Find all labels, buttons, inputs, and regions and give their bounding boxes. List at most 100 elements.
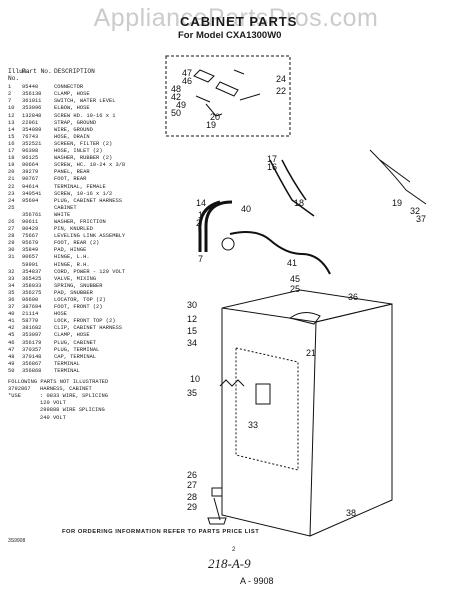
part-number: 96125 <box>22 155 39 162</box>
part-illus-no: 37 <box>8 304 15 311</box>
part-number: 381682 <box>22 325 42 332</box>
part-illus-no: 45 <box>8 332 15 339</box>
part-description: SPRING, SNUBBER <box>54 282 103 289</box>
part-description: : 0833 WIRE, SPLICING <box>40 393 108 400</box>
part-number: 94614 <box>22 183 39 190</box>
part-number: 365425 <box>22 275 42 282</box>
callout-label: 14 <box>196 198 206 208</box>
callout-label: 47 <box>182 68 192 78</box>
power-cord <box>369 149 427 205</box>
page-subtitle: For Model CXA1300W0 <box>178 30 282 41</box>
part-illus-no: 41 <box>8 318 15 325</box>
part-illus-no: 26 <box>8 218 15 225</box>
part-description: WHITE <box>54 211 71 218</box>
part-description: 120 VOLT <box>40 400 66 407</box>
part-number: 96600 <box>22 297 39 303</box>
part-description: CORD, POWER - 120 VOLT <box>54 268 126 275</box>
part-number: 361011 <box>22 98 42 105</box>
part-number: 356275 <box>22 289 42 296</box>
part-number: 132848 <box>22 112 42 119</box>
callout-label: 32 <box>410 206 420 216</box>
part-description: SWITCH, WATER LEVEL <box>54 98 116 105</box>
part-description: PIN, KNURLED <box>54 226 93 233</box>
part-description: CAP, TERMINAL <box>54 353 97 360</box>
part-description: ELBOW, HOSE <box>54 105 90 112</box>
part-illus-no: 22 <box>8 183 15 190</box>
part-description: TERMINAL <box>54 360 80 367</box>
part-illus-no: 25 <box>8 204 15 211</box>
part-illus-no: 2 <box>8 91 12 98</box>
part-number: 21114 <box>22 311 39 318</box>
callout-label: 1 <box>198 210 203 220</box>
following-parts-title: FOLLOWING PARTS NOT ILLUSTRATED <box>8 379 109 386</box>
part-number: 340541 <box>22 190 42 197</box>
callout-label: 20 <box>210 112 220 122</box>
part-description: SCREW, HC. 10-24 x 3/8 <box>54 162 126 169</box>
header-part-no: Part No. <box>22 68 52 75</box>
callout-label: 17 <box>267 154 277 164</box>
part-description: CONNECTOR <box>54 84 84 91</box>
part-illus-no: 15 <box>8 133 15 140</box>
part-illus-no: 19 <box>8 162 15 169</box>
part-number: 76743 <box>22 133 39 140</box>
part-description: SCREW HD. 10-16 x 1 <box>54 112 116 119</box>
ordering-footer: FOR ORDERING INFORMATION REFER TO PARTS … <box>62 529 260 535</box>
part-number: 370148 <box>22 353 42 360</box>
terminal-parts <box>193 69 261 117</box>
part-description: SCREW, 10-16 x 1/2 <box>54 190 113 197</box>
callout-label: 24 <box>276 74 286 84</box>
part-description: HARNESS, CABINET <box>40 386 92 393</box>
part-number: 90657 <box>22 254 39 261</box>
callout-label: 16 <box>267 162 277 172</box>
part-illus-no: 23 <box>8 190 15 197</box>
part-number: 354837 <box>22 268 42 275</box>
part-number: 356868 <box>22 367 42 374</box>
part-illus-no: 10 <box>8 105 15 112</box>
mixing-valve <box>255 383 271 405</box>
part-number: 95679 <box>22 240 39 247</box>
part-illus-no: 36 <box>8 297 15 303</box>
callout-label: 36 <box>348 292 358 302</box>
page-title: CABINET PARTS <box>180 14 298 29</box>
part-number: 22961 <box>22 119 39 126</box>
part-description: LEVELING LINK ASSEMBLY <box>54 233 126 240</box>
part-number: 356761 <box>22 211 42 218</box>
part-number: 352521 <box>22 140 42 147</box>
part-description: PANEL, REAR <box>54 169 90 176</box>
inlet-hose <box>269 159 315 217</box>
part-description: WIRE, GROUND <box>54 126 93 133</box>
part-description: TERMINAL <box>54 367 80 374</box>
part-description: FOOT, REAR <box>54 176 87 183</box>
part-description: PAD, HINGE <box>54 247 87 254</box>
part-number: 59991 <box>22 261 39 268</box>
part-description: HINGE, R.H. <box>54 261 90 268</box>
part-description: PAD, SNUBBER <box>54 289 93 296</box>
callout-label: 2 <box>196 218 201 228</box>
part-illus-no: 31 <box>8 254 15 261</box>
callout-label: 7 <box>198 254 203 264</box>
callout-label: 40 <box>241 204 251 214</box>
callout-label: 49 <box>176 100 186 110</box>
part-illus-no: 21 <box>8 176 15 183</box>
callout-label: 38 <box>346 508 356 518</box>
part-illus-no: 35 <box>8 289 15 296</box>
clamp <box>221 237 235 251</box>
callout-label: 10 <box>190 374 200 384</box>
